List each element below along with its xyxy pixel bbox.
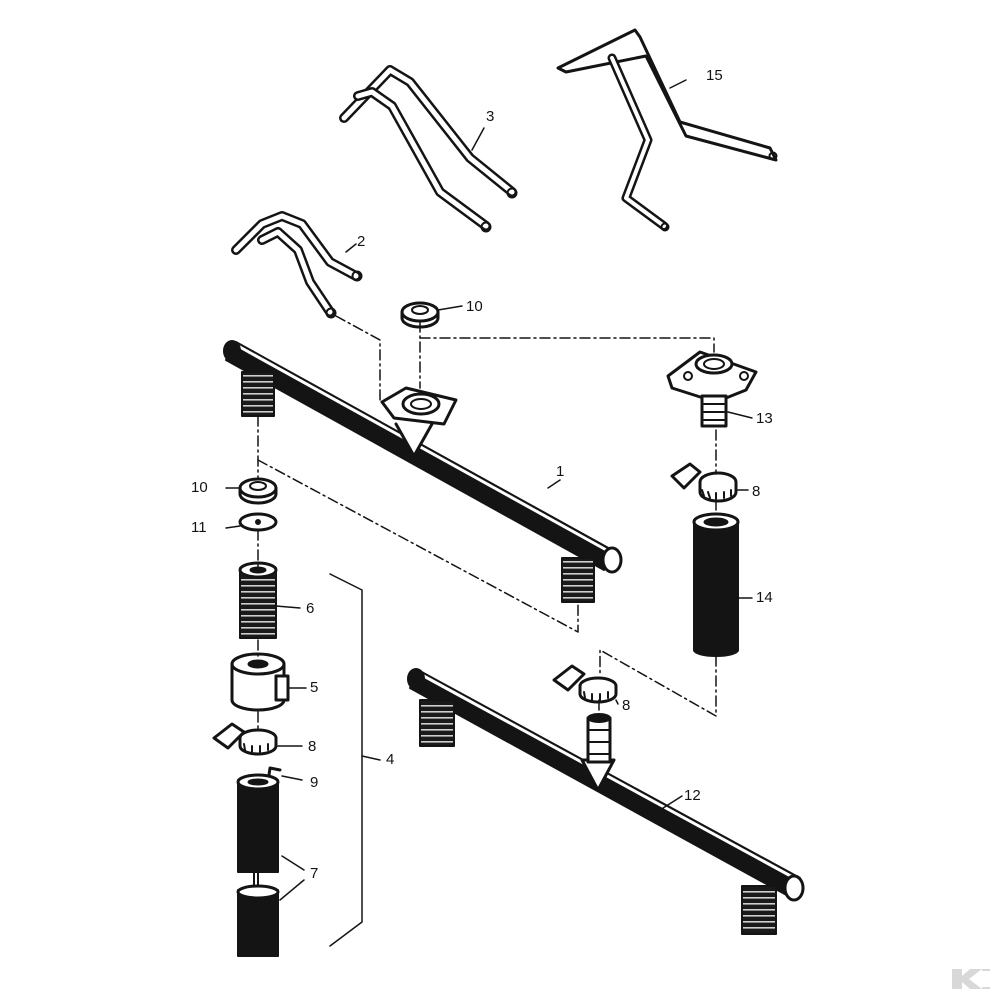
callout-6: 6 (306, 600, 315, 617)
manifold-bar-12 (407, 668, 805, 935)
callout-13: 13 (756, 410, 773, 427)
callout-8-left: 8 (308, 738, 317, 755)
assembly-lines (257, 315, 717, 731)
callout-15: 15 (706, 67, 723, 84)
hose-clamp-8-right (670, 462, 738, 503)
callout-1: 1 (556, 463, 565, 480)
hose-14 (692, 512, 740, 657)
callout-3: 3 (486, 108, 495, 125)
leader-lines (225, 79, 753, 901)
group-bracket-4 (329, 573, 381, 947)
hose-clamp-8-middle (552, 664, 618, 704)
wire-hook-15 (556, 28, 778, 232)
callout-8-middle: 8 (622, 697, 631, 714)
callout-11: 11 (191, 519, 207, 536)
callout-9: 9 (310, 774, 319, 791)
hose-clamp-8-left (212, 722, 278, 756)
callout-8-right: 8 (752, 483, 761, 500)
callout-4: 4 (386, 751, 395, 768)
callout-10-top: 10 (466, 298, 483, 315)
callout-14: 14 (756, 589, 773, 606)
wire-hook-3 (339, 65, 518, 233)
manifold-bar-1 (223, 340, 623, 603)
threaded-sleeve-6 (238, 561, 278, 639)
callout-10-left: 10 (191, 479, 208, 496)
disc-11 (238, 512, 278, 532)
hose-7 (236, 773, 280, 957)
mounting-block-13 (666, 350, 758, 428)
wire-hook-2 (231, 211, 363, 319)
washer-10-left (238, 477, 278, 505)
callout-12: 12 (684, 787, 701, 804)
callout-2: 2 (357, 233, 366, 250)
k-brand-icon (948, 965, 992, 993)
callout-5: 5 (310, 679, 319, 696)
cap-nut-5 (230, 652, 290, 712)
callout-7: 7 (310, 865, 319, 882)
